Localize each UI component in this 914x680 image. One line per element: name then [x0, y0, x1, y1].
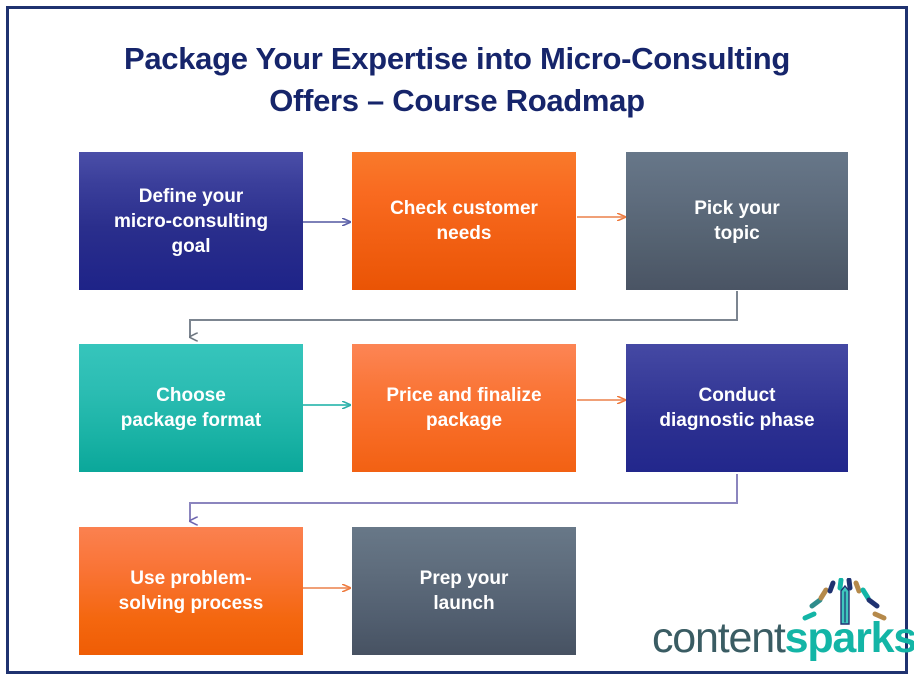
flow-step-5[interactable]: Price and finalize package [352, 344, 576, 472]
flow-step-6-line-2: diagnostic phase [659, 410, 815, 431]
flow-step-3[interactable]: Pick your topic [626, 152, 848, 290]
flow-step-6-line-1: Conduct [698, 385, 776, 406]
flow-step-1-line-1: Define your [138, 185, 244, 207]
logo-word-content: content [652, 614, 786, 662]
flow-step-8-line-1: Prep your [419, 568, 509, 589]
page-title-line-1: Package Your Expertise into Micro-Consul… [123, 41, 791, 76]
flow-step-2-line-2: needs [436, 223, 492, 244]
flow-step-3-line-1: Pick your [694, 198, 780, 219]
logo-word-sparks: sparks [784, 614, 914, 662]
logo-wordmark: contentsparks [652, 616, 914, 660]
page-title-line-2: Offers – Course Roadmap [269, 83, 645, 118]
flow-step-5-line-2: package [425, 410, 503, 431]
flow-step-7[interactable]: Use problem- solving process [79, 527, 303, 655]
page-title: Package Your Expertise into Micro-Consul… [55, 38, 859, 122]
flow-step-4-line-1: Choose [156, 385, 226, 406]
flow-step-1-line-2: micro-consulting [113, 210, 269, 232]
flow-step-1-line-3: goal [171, 235, 211, 257]
flow-step-1[interactable]: Define your micro-consulting goal [79, 152, 303, 290]
flow-step-8[interactable]: Prep your launch [352, 527, 576, 655]
flow-step-7-line-2: solving process [118, 593, 264, 614]
flow-step-5-line-1: Price and finalize [386, 385, 542, 406]
flow-step-3-line-2: topic [714, 223, 760, 244]
contentsparks-logo: contentsparks [652, 578, 914, 660]
flow-step-2[interactable]: Check customer needs [352, 152, 576, 290]
spark-burst-icon [802, 578, 887, 625]
flow-step-8-line-2: launch [433, 593, 495, 614]
flow-step-4[interactable]: Choose package format [79, 344, 303, 472]
flow-step-7-line-1: Use problem- [130, 568, 252, 589]
flow-step-2-line-1: Check customer [390, 198, 538, 219]
flow-step-6[interactable]: Conduct diagnostic phase [626, 344, 848, 472]
flow-step-4-line-2: package format [120, 410, 262, 431]
